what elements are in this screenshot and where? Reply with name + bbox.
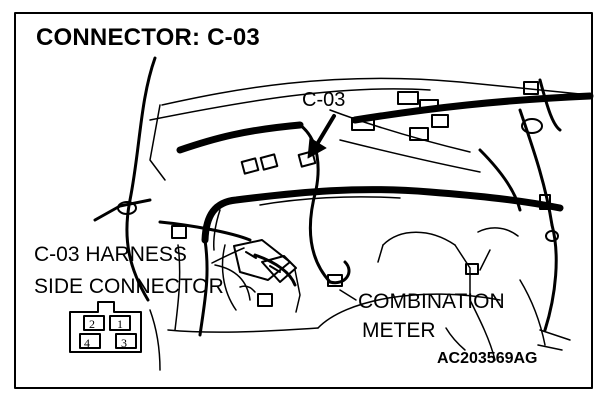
connector-face	[69, 301, 142, 353]
harness-label-line2: SIDE CONNECTOR	[34, 275, 224, 298]
figure-border	[14, 12, 593, 389]
meter-label-line1: COMBINATION	[358, 290, 505, 313]
c03-callout-arrow	[307, 114, 336, 159]
figure-code: AC203569AG	[437, 350, 538, 367]
harness-label-line1: C-03 HARNESS	[34, 243, 187, 266]
thin-wires	[149, 109, 571, 371]
pin-label-2: 2	[89, 317, 95, 331]
dashboard-outline	[149, 77, 591, 361]
c03-harness-cluster	[233, 239, 297, 283]
connector-callout-label: C-03	[302, 89, 346, 111]
dashboard-connectors	[171, 81, 551, 307]
leader-lines	[211, 247, 466, 351]
pin-label-3: 3	[121, 336, 127, 350]
pin-label-4: 4	[84, 336, 90, 350]
main-harness	[176, 92, 594, 244]
figure-title: CONNECTOR: C-03	[36, 24, 260, 51]
pin-label-1: 1	[117, 317, 123, 331]
grommets	[117, 118, 559, 242]
secondary-wires	[93, 56, 562, 337]
meter-label-line2: METER	[362, 319, 436, 342]
